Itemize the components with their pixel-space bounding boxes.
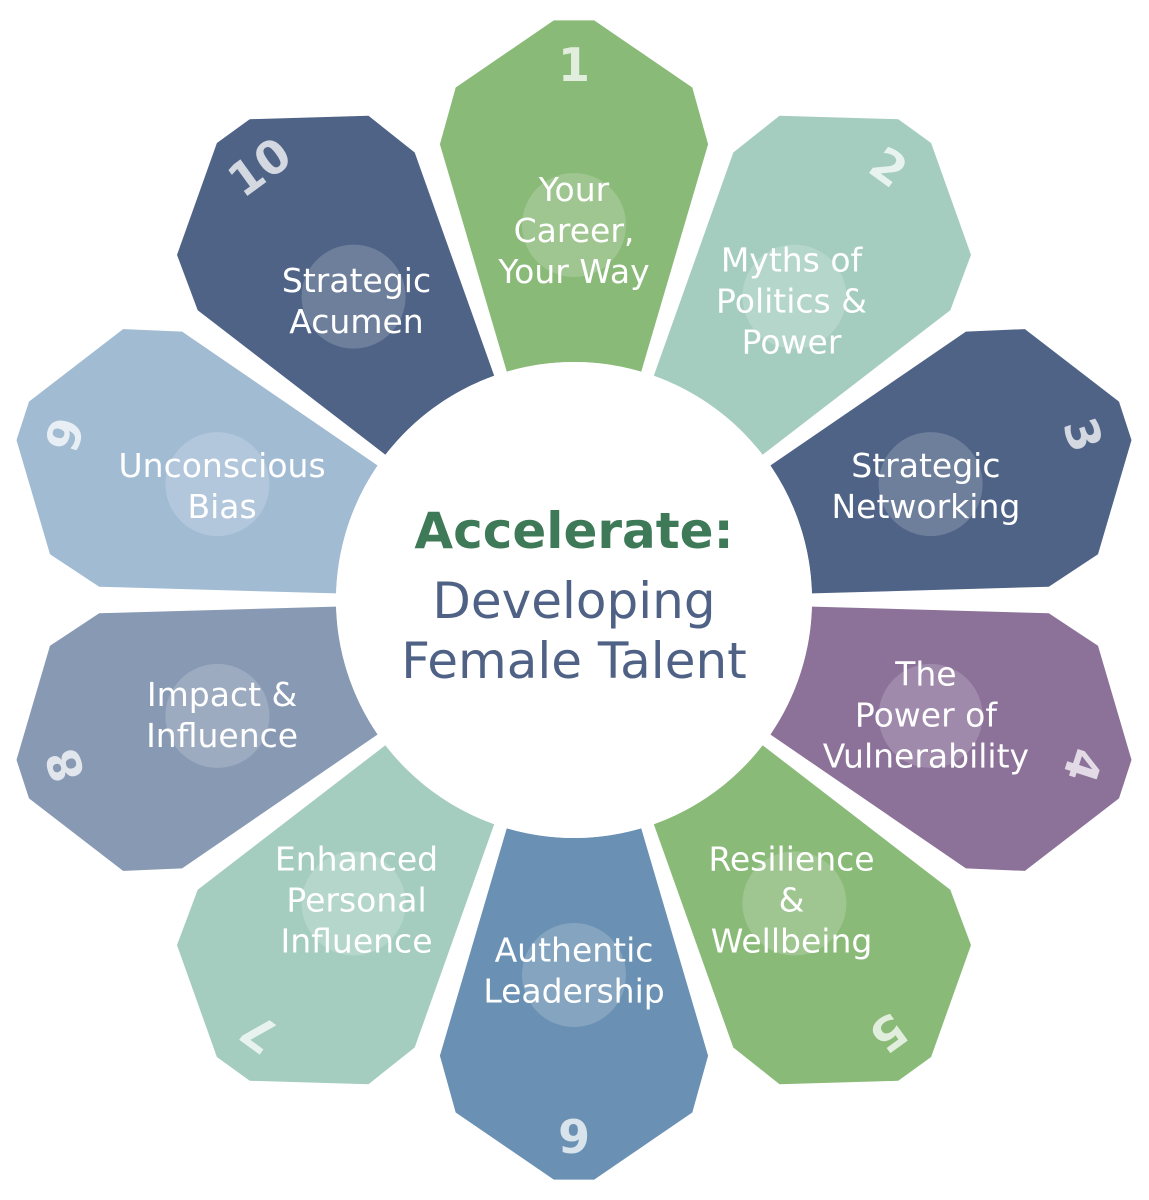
- center-circle: [336, 362, 812, 838]
- segment-label-6-line-1: Authentic: [495, 931, 654, 970]
- speech-bubble-icon: [301, 244, 406, 349]
- pointing-woman-icon: [742, 244, 847, 349]
- segment-number-6: 6: [558, 1108, 590, 1162]
- stars-icon: [165, 663, 270, 768]
- segment-label-10-line-1: Strategic: [282, 261, 431, 300]
- segment-label-10-line-2: Acumen: [289, 302, 423, 341]
- segment-label-1-line-2: Career,: [514, 211, 635, 250]
- segment-label-4-line-3: Vulnerability: [823, 736, 1029, 775]
- segment-shape-9: [16, 329, 378, 594]
- segment-label-7-line-2: Personal: [286, 880, 426, 919]
- segment-label-5-line-1: Resilience: [708, 839, 874, 878]
- segment-label-2-line-3: Power: [742, 323, 842, 362]
- butterfly-vine-icon: [742, 851, 847, 956]
- segment-shape-3: [770, 329, 1132, 594]
- segment-shape-2: [653, 115, 971, 455]
- center-subtitle-line-1: Developing: [432, 572, 715, 630]
- segment-shape-7: [177, 745, 495, 1085]
- segment-label-1-line-3: Your Way: [497, 252, 649, 291]
- segment-shape-5: [653, 745, 971, 1085]
- segment-label-1-line-1: Your: [538, 170, 610, 209]
- center-title: Accelerate:: [414, 502, 733, 560]
- segment-label-9-line-2: Bias: [187, 487, 256, 526]
- segment-label-8-line-1: Impact &: [147, 675, 297, 714]
- segment-label-6-line-2: Leadership: [483, 972, 664, 1011]
- center-hub: Accelerate: Developing Female Talent: [336, 362, 812, 838]
- center-subtitle-line-2: Female Talent: [401, 632, 747, 690]
- segment-number-1: 1: [558, 38, 590, 92]
- segment-shape-10: [177, 115, 495, 455]
- segment-label-5-line-2: &: [779, 880, 805, 919]
- segment-shape-6: [439, 828, 709, 1180]
- segment-label-7-line-1: Enhanced: [275, 839, 438, 878]
- segment-label-9-line-1: Unconscious: [119, 446, 326, 485]
- segment-label-4-line-1: The: [894, 654, 956, 693]
- segment-shape-8: [16, 606, 378, 871]
- segment-label-5-line-3: Wellbeing: [711, 921, 873, 960]
- segment-label-8-line-2: Influence: [146, 716, 298, 755]
- segment-shape-4: [770, 606, 1132, 871]
- head-star-icon: [301, 851, 406, 956]
- question-mark-icon: [165, 432, 270, 537]
- segment-label-2-line-2: Politics &: [716, 282, 867, 321]
- segment-shape-1: [439, 20, 709, 372]
- segment-label-7-line-3: Influence: [280, 921, 432, 960]
- segment-label-3-line-2: Networking: [831, 487, 1020, 526]
- dna-swirl-icon: [522, 173, 626, 277]
- flag-icon: [522, 923, 626, 1027]
- segment-label-2-line-1: Myths of: [721, 241, 864, 280]
- segment-label-3-line-1: Strategic: [851, 446, 1000, 485]
- target-rings-icon: [878, 432, 983, 537]
- segment-label-4-line-2: Power of: [855, 695, 998, 734]
- leaves-icon: [878, 663, 983, 768]
